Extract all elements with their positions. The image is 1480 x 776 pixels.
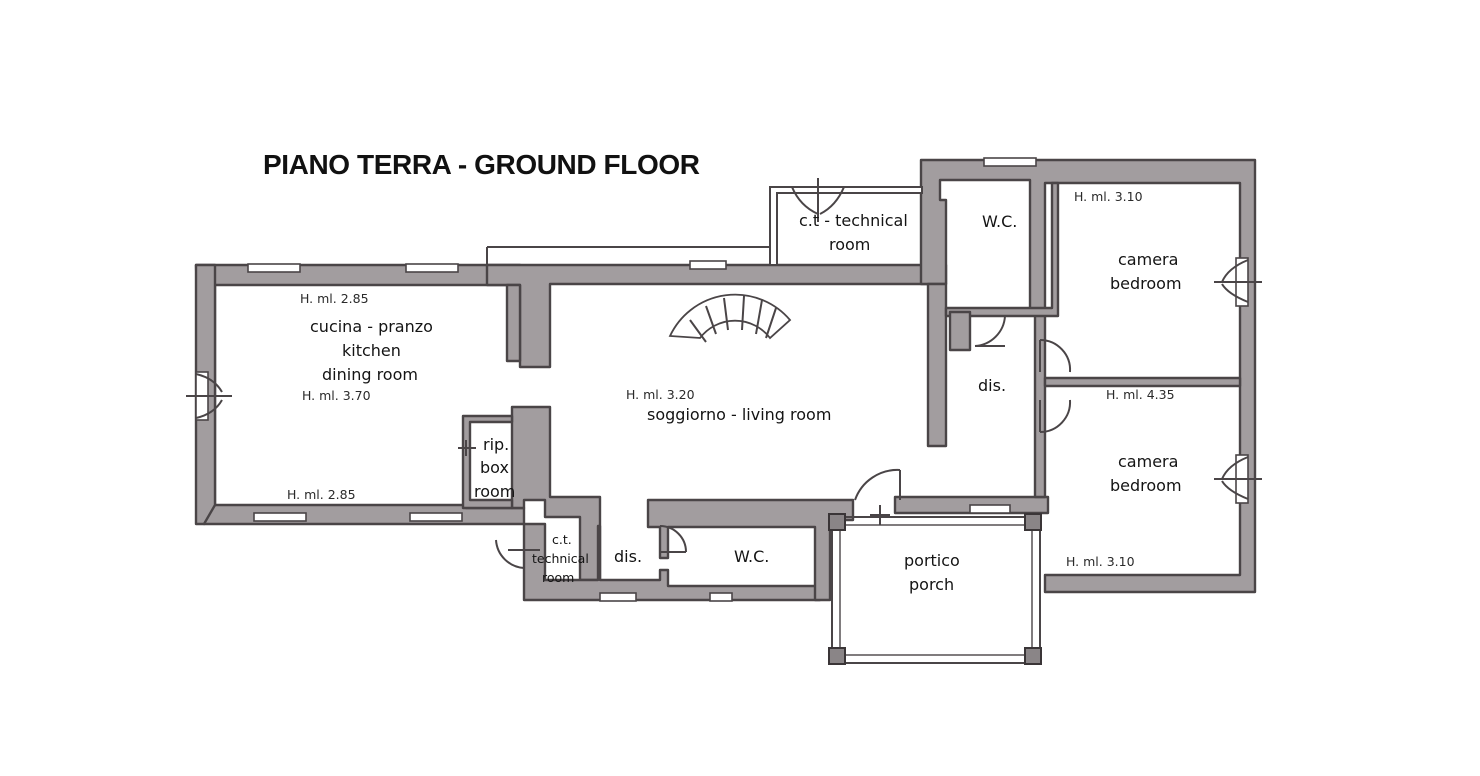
walls xyxy=(194,158,1257,602)
porch-post xyxy=(828,647,846,665)
room-label: dis. xyxy=(614,547,642,566)
height-label: H. ml. 2.85 xyxy=(287,487,356,502)
room-label: rip. xyxy=(483,435,509,454)
room-label: camera xyxy=(1118,452,1178,471)
window xyxy=(969,504,1011,514)
bedroom-divider xyxy=(1043,376,1242,388)
doors xyxy=(186,178,1262,569)
room-label: room xyxy=(474,482,515,501)
room-label: bedroom xyxy=(1110,274,1182,293)
window xyxy=(253,512,307,522)
room-label: dining room xyxy=(322,365,418,384)
window xyxy=(983,157,1037,167)
height-label: H. ml. 3.10 xyxy=(1066,554,1135,569)
plan-title: PIANO TERRA - GROUND FLOOR xyxy=(263,149,700,180)
room-label: soggiorno - living room xyxy=(647,405,831,424)
height-label: H. ml. 4.35 xyxy=(1106,387,1175,402)
height-label: H. ml. 3.70 xyxy=(302,388,371,403)
porch-post xyxy=(1024,647,1042,665)
wc-top-stub xyxy=(948,310,972,352)
room-label: cucina - pranzo xyxy=(310,317,433,336)
window xyxy=(599,592,637,602)
room-label: room xyxy=(542,570,574,585)
room-label: room xyxy=(829,235,870,254)
living-east-wall xyxy=(926,282,948,448)
wc-top-wall xyxy=(944,181,1060,318)
window xyxy=(689,260,727,270)
room-label: porch xyxy=(909,575,954,594)
right-block-wall xyxy=(919,158,1257,594)
window xyxy=(709,592,733,602)
room-label: dis. xyxy=(978,376,1006,395)
room-label: c.t. xyxy=(552,532,572,547)
window xyxy=(247,263,301,273)
window xyxy=(409,512,463,522)
height-label: H. ml. 3.10 xyxy=(1074,189,1143,204)
room-label: box xyxy=(480,458,509,477)
porch-post xyxy=(1024,513,1042,531)
room-label: portico xyxy=(904,551,960,570)
room-labels: H. ml. 2.85 cucina - pranzo kitchen dini… xyxy=(287,189,1182,594)
ct-top-wall xyxy=(769,186,923,266)
box-room-wall xyxy=(461,414,514,510)
partition-stub xyxy=(505,283,522,363)
room-label: bedroom xyxy=(1110,476,1182,495)
room-label: camera xyxy=(1118,250,1178,269)
room-label: kitchen xyxy=(342,341,401,360)
height-label: H. ml. 3.20 xyxy=(626,387,695,402)
room-label: W.C. xyxy=(982,212,1017,231)
spiral-staircase xyxy=(668,293,792,343)
room-label: W.C. xyxy=(734,547,769,566)
window xyxy=(405,263,459,273)
height-label: H. ml. 2.85 xyxy=(300,291,369,306)
room-label: c.t - technical xyxy=(799,211,908,230)
porch-structure xyxy=(828,513,1042,665)
living-west-wall-lower xyxy=(510,405,602,582)
room-label: technical xyxy=(532,551,589,566)
porch-post xyxy=(828,513,846,531)
